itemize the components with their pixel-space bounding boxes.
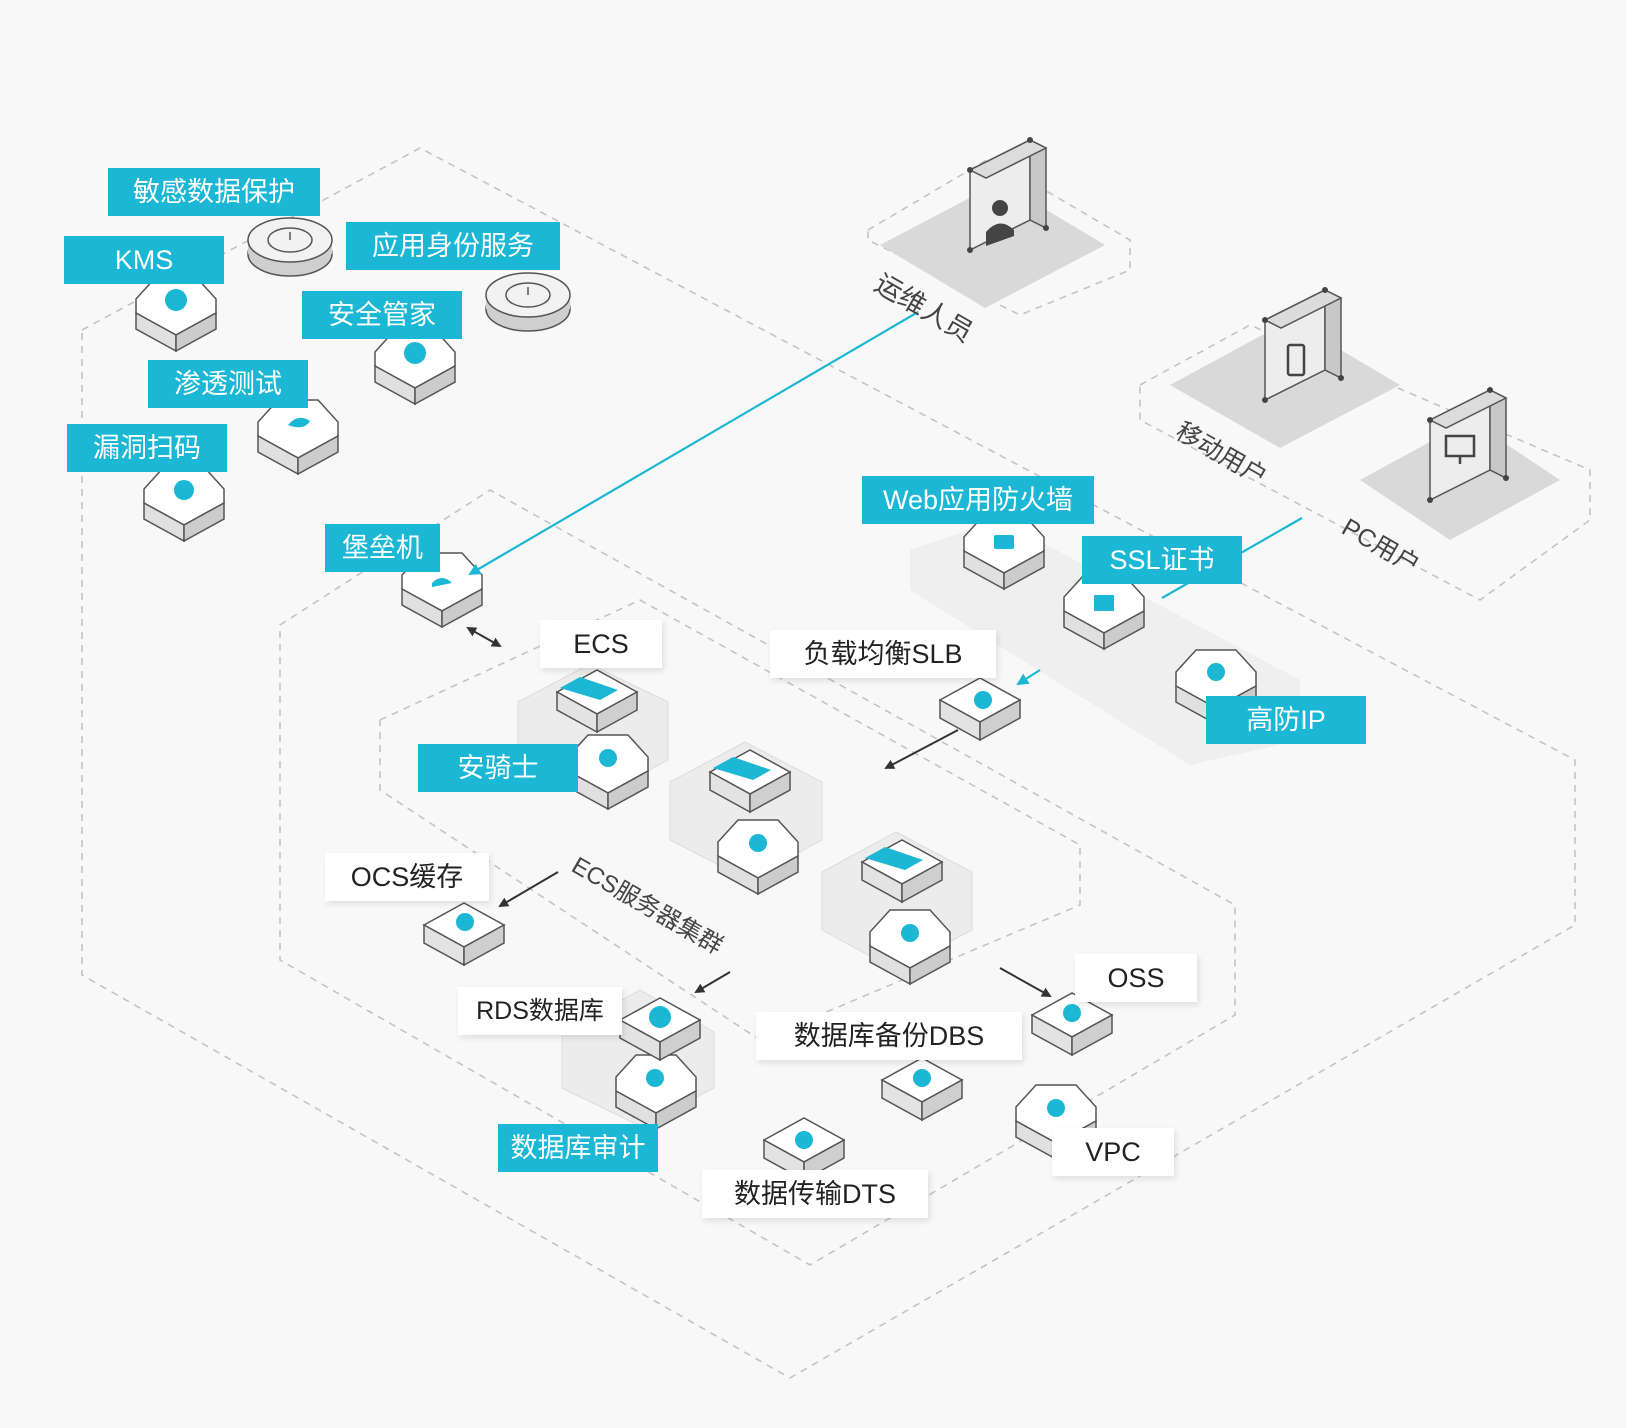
cloud-icon [404,342,426,364]
label-slb: 负载均衡SLB [770,630,996,678]
ecs-cluster-zone [379,599,1081,1041]
slb-to-cluster-arrow [884,729,959,769]
label-oss: OSS [1075,954,1197,1002]
aegis-device-3 [869,909,951,985]
label-ssl: SSL证书 [1082,536,1242,584]
cloud-icon [1063,1004,1081,1022]
cloud-icon [913,1069,931,1087]
lock-icon [994,535,1014,549]
dbs-device [881,1057,963,1121]
cloud-icon [1047,1099,1065,1117]
label-dbs: 数据库备份DBS [756,1012,1022,1060]
security-manager-device [374,329,456,405]
monitor-icon [1444,434,1476,464]
label-waf: Web应用防火墙 [862,476,1094,524]
slb-device [939,677,1021,741]
label-aegis: 安骑士 [418,744,578,792]
cluster-to-oss-arrow [999,967,1052,997]
shield-icon [174,480,194,500]
cloud-icon [165,289,187,311]
server-icon [865,847,923,870]
label-security-manager: 安全管家 [302,291,462,339]
label-anti-ddos: 高防IP [1206,696,1366,744]
label-rds: RDS数据库 [458,987,622,1035]
user-icon [986,200,1014,246]
server-icon [560,677,618,700]
aegis-device-2 [717,819,799,895]
label-bastion: 堡垒机 [325,524,440,572]
label-ecs: ECS [540,620,662,668]
pentest-device [257,399,339,475]
label-ocs: OCS缓存 [325,853,489,901]
cloud-icon [649,1006,671,1028]
label-vpc: VPC [1052,1128,1174,1176]
ops-plate [880,182,1105,308]
shield-icon [749,834,767,852]
zone-outlines [81,147,1591,1379]
ops-to-bastion-arrow [468,311,919,576]
device-glyphs [165,289,1225,1149]
label-pentest: 渗透测试 [148,360,308,408]
shield-icon [646,1069,664,1087]
label-dts: 数据传输DTS [702,1170,928,1218]
label-app-identity: 应用身份服务 [346,222,560,270]
cloud-icon [456,913,474,931]
shield-icon [599,749,617,767]
outer-zone [81,147,1576,1379]
sensitive-data-device [247,217,333,277]
label-kms: KMS [64,236,224,284]
vpc-zone [279,489,1236,1266]
cloud-icon [795,1131,813,1149]
edge-to-slb-arrow [1016,669,1041,686]
kms-device [135,276,217,352]
bastion-ecs-arrow [466,627,502,647]
aegis-device-1 [567,734,649,810]
network-icon [974,691,992,709]
gear-icon [1207,663,1225,681]
vuln-scan-device [143,466,225,542]
cluster-to-ocs-arrow [498,871,559,908]
lock-icon [432,578,452,587]
identity-device [485,272,571,332]
label-db-audit: 数据库审计 [498,1124,658,1172]
oss-device [1031,992,1113,1056]
phone-icon [1286,343,1306,377]
label-vuln-scan: 漏洞扫码 [67,424,227,472]
shield-icon [901,924,919,942]
server-icon [713,757,771,780]
key-icon [1094,595,1114,611]
network-icon [288,417,310,428]
cluster-to-rds-arrow [694,971,731,994]
ocs-device [423,902,505,966]
label-sensitive-data: 敏感数据保护 [108,168,320,216]
